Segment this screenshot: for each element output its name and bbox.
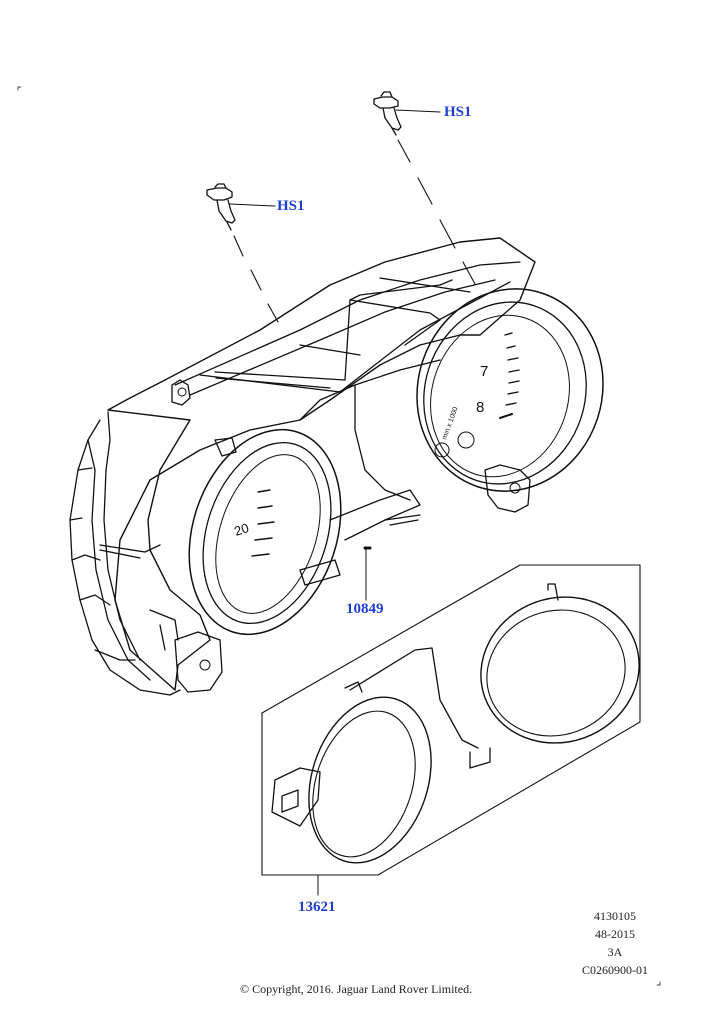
reference-line-3: 3A xyxy=(607,945,623,959)
cover-bezel xyxy=(261,564,641,876)
reference-line-1: 4130105 xyxy=(594,909,636,923)
leader-hs1-lower xyxy=(229,203,276,207)
install-path-upper xyxy=(397,139,476,285)
fastener-upper xyxy=(373,91,402,136)
tach-number-8: 8 xyxy=(476,399,484,416)
reference-line-4: C0260900-01 xyxy=(582,963,648,977)
copyright-notice: © Copyright, 2016. Jaguar Land Rover Lim… xyxy=(240,982,473,996)
corner-mark xyxy=(656,981,661,986)
speedometer-gauge xyxy=(188,428,342,636)
instrument-cluster xyxy=(69,237,604,696)
install-path-lower xyxy=(233,235,279,323)
callout-hs1-lower[interactable]: HS1 xyxy=(277,198,305,214)
corner-mark xyxy=(17,86,22,91)
callout-13621[interactable]: 13621 xyxy=(298,899,336,915)
callout-10849[interactable]: 10849 xyxy=(346,601,384,617)
tach-number-7: 7 xyxy=(480,363,488,380)
speed-number-20: 20 xyxy=(232,520,250,539)
rpm-unit-label: min x 1000 xyxy=(441,406,459,441)
fastener-lower xyxy=(206,183,236,231)
cover-outline-box xyxy=(261,564,641,876)
leader-hs1-upper xyxy=(395,109,441,113)
tachometer-gauge xyxy=(416,288,604,492)
callout-hs1-upper[interactable]: HS1 xyxy=(444,104,472,120)
reference-line-2: 48-2015 xyxy=(595,927,635,941)
